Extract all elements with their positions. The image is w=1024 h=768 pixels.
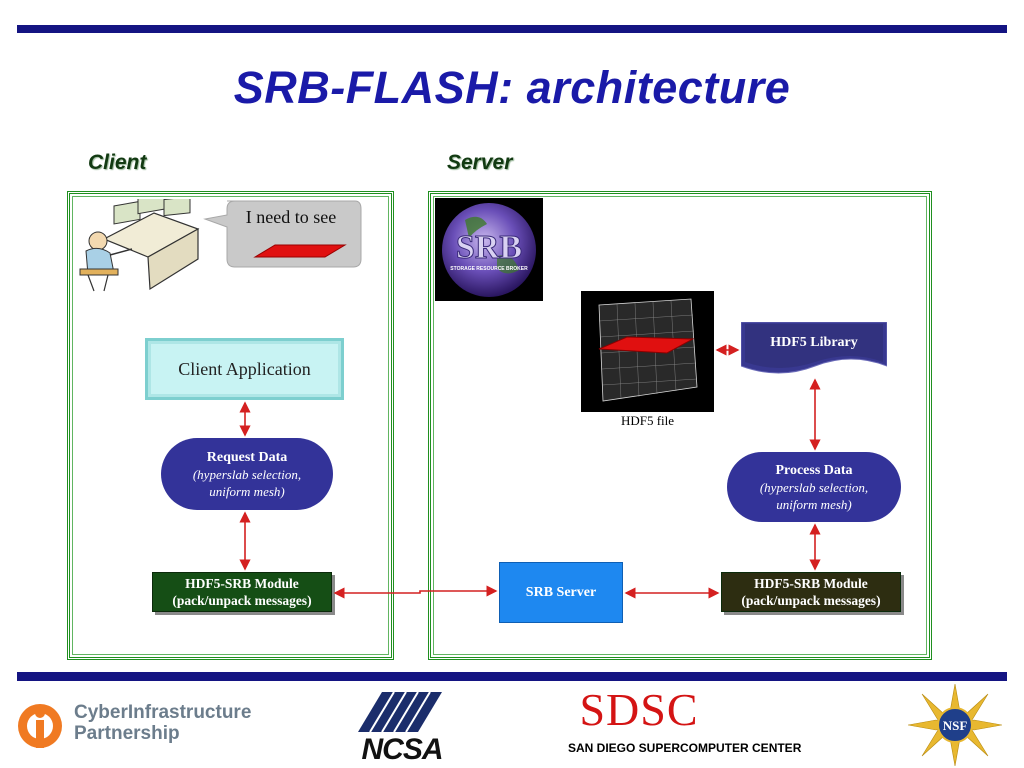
client-application-box: Client Application	[145, 338, 344, 400]
request-data-heading: Request Data	[206, 449, 288, 465]
ncsa-logo-text: NCSA	[361, 733, 443, 766]
ncsa-logo-mark	[358, 691, 442, 733]
sdsc-logo-text: SDSC	[579, 684, 699, 735]
bottom-rule	[17, 672, 1007, 681]
srb-logo-text: SRB	[456, 229, 522, 266]
process-data-detail-1: (hyperslab selection,	[759, 479, 869, 495]
server-module-line-1: HDF5-SRB Module	[754, 576, 868, 591]
srb-globe-logo: SRB STORAGE RESOURCE BROKER	[435, 198, 543, 301]
process-data-heading: Process Data	[775, 462, 853, 478]
nsf-logo-text: NSF	[943, 718, 968, 733]
srb-logo-caption: STORAGE RESOURCE BROKER	[450, 266, 528, 272]
hdf5-file-cube-image	[581, 291, 714, 412]
client-module-line-1: HDF5-SRB Module	[185, 576, 299, 591]
slide-title: SRB-FLASH: architecture	[233, 62, 791, 113]
cip-logo-text: CyberInfrastructure Partnership	[74, 702, 251, 744]
server-hdf5-srb-module: HDF5-SRB Module (pack/unpack messages)	[721, 572, 901, 612]
speech-bubble-text: I need to see	[245, 207, 337, 227]
client-hdf5-srb-module: HDF5-SRB Module (pack/unpack messages)	[152, 572, 332, 612]
cip-line-2: Partnership	[74, 723, 180, 744]
srb-server-box: SRB Server	[499, 562, 623, 623]
server-module-line-2: (pack/unpack messages)	[741, 593, 881, 608]
cip-line-1: CyberInfrastructure	[74, 702, 252, 723]
hdf5-library-box: HDF5 Library	[741, 322, 887, 378]
hdf5-file-label: HDF5 file	[620, 413, 675, 428]
process-data-detail-2: uniform mesh)	[776, 496, 852, 512]
request-data-detail-2: uniform mesh)	[209, 483, 285, 499]
hdf5-library-shape	[741, 322, 887, 374]
request-data-oval: Request Data (hyperslab selection, unifo…	[161, 438, 333, 510]
request-data-detail-1: (hyperslab selection,	[192, 466, 302, 482]
process-data-oval: Process Data (hyperslab selection, unifo…	[727, 452, 901, 522]
hdf5-library-label: HDF5 Library	[770, 335, 858, 350]
nsf-logo: NSF	[908, 684, 1002, 766]
user-at-computer-illustration	[79, 199, 202, 292]
speech-bubble	[203, 200, 362, 268]
client-label: Client	[88, 151, 147, 174]
cyberinfrastructure-partnership-logo	[18, 704, 62, 748]
server-label: Server	[447, 151, 513, 174]
top-rule	[17, 25, 1007, 33]
client-module-line-2: (pack/unpack messages)	[172, 593, 312, 608]
sdsc-full-name: SAN DIEGO SUPERCOMPUTER CENTER	[568, 741, 802, 755]
